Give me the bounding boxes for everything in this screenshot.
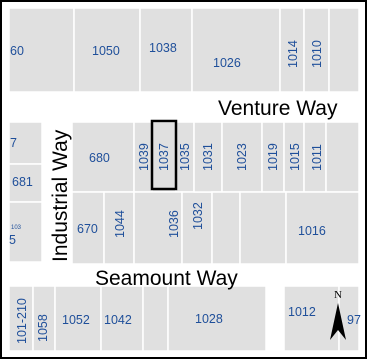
lot-1014[interactable]	[279, 7, 305, 93]
parcel-label: 1058	[36, 314, 50, 342]
parcel-label: 680	[89, 151, 110, 165]
lots-top	[8, 7, 360, 93]
lots-bottom	[8, 285, 360, 352]
lot-103[interactable]	[8, 201, 43, 263]
north-arrow-icon	[330, 303, 346, 340]
parcel-label: 1012	[288, 305, 316, 319]
industrial-way-road	[44, 94, 70, 284]
lot-1028[interactable]	[167, 285, 267, 352]
lot-1038[interactable]	[139, 7, 193, 93]
parcel-label: 1039	[137, 143, 151, 171]
street-label-industrial: Industrial Way	[49, 129, 72, 262]
parcel-label: 1010	[310, 40, 324, 68]
lot-1052[interactable]	[54, 285, 102, 352]
lot-681[interactable]	[8, 163, 43, 203]
lot-1010[interactable]	[303, 7, 330, 93]
parcel-label: 1042	[104, 313, 132, 327]
lot-1036[interactable]	[133, 191, 183, 265]
road-curve-east	[266, 264, 300, 284]
parcel-label: 7	[10, 136, 17, 150]
lot-680[interactable]	[71, 121, 135, 193]
parcel-label: 1052	[62, 313, 90, 327]
parcel-label: 5	[9, 233, 16, 247]
street-label-seamount: Seamount Way	[95, 267, 238, 290]
parcel-label: 97	[347, 313, 361, 327]
parcel-label: 101-210	[15, 298, 29, 344]
parcel-label: 1015	[288, 143, 302, 171]
parcel-label: 1038	[149, 41, 177, 55]
parcel-label: 1026	[213, 56, 241, 70]
lot-bottom-narrow[interactable]	[142, 285, 169, 352]
parcel-label: 1050	[92, 44, 120, 58]
parcel-label: 681	[12, 175, 33, 189]
lot-mid-right[interactable]	[325, 121, 360, 193]
parcel-label: 1044	[113, 210, 127, 238]
north-arrow-label: N	[334, 289, 342, 301]
lot-1012[interactable]	[283, 285, 340, 352]
lot-mid-a[interactable]	[211, 191, 241, 265]
parcel-label: 103	[11, 225, 22, 231]
lot-top-right[interactable]	[328, 7, 360, 93]
lot-60[interactable]	[8, 7, 75, 93]
parcel-label: 1019	[266, 143, 280, 171]
north-arrow: N	[330, 289, 346, 340]
parcel-label: 670	[77, 222, 98, 236]
parcel-label: 1031	[201, 143, 215, 171]
parcel-label: 1032	[191, 202, 205, 230]
lot-1023[interactable]	[221, 121, 263, 193]
parcel-label: 1011	[310, 144, 324, 171]
parcel-label: 1036	[167, 210, 181, 238]
parcel-label: 1035	[178, 143, 192, 171]
parcel-label: 1023	[235, 143, 249, 171]
parcel-label: 1028	[195, 312, 223, 326]
lot-mid-b[interactable]	[239, 191, 287, 265]
streets	[9, 94, 359, 284]
parcel-label: 1037	[157, 143, 171, 171]
lot-1026[interactable]	[191, 7, 281, 93]
parcel-label: 1014	[286, 40, 300, 68]
parcel-label: 60	[10, 44, 24, 58]
lot-1050[interactable]	[73, 7, 141, 93]
lots-middle	[8, 121, 360, 265]
lot-670[interactable]	[71, 191, 105, 265]
parcel-label: 1016	[298, 224, 326, 238]
lot-1042[interactable]	[100, 285, 144, 352]
highlighted-parcel-outline[interactable]	[150, 119, 178, 191]
street-label-venture: Venture Way	[218, 97, 338, 120]
